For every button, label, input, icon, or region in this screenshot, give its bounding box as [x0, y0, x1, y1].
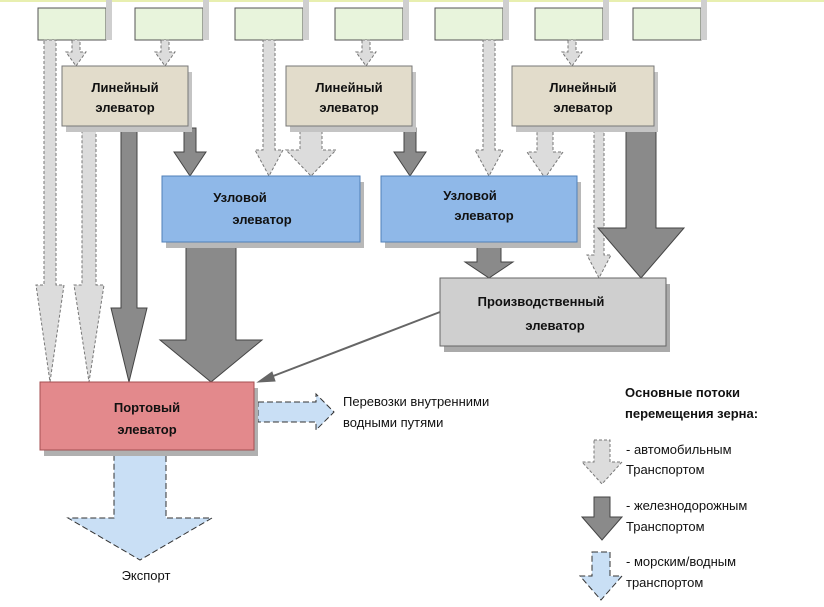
- auto-arrow-lin2-nodal1: [284, 127, 338, 177]
- auto-arrow-src1-lin1: [65, 39, 87, 67]
- legend-rail-arrow: [580, 496, 624, 541]
- rail-arrow-lin1-port: [110, 127, 148, 383]
- nodal-elevator-1-line1: Узловой: [213, 190, 267, 205]
- port-elevator-line2: элеватор: [117, 422, 176, 437]
- source-box-3: [234, 7, 304, 41]
- linear-elevator-1: Линейный элеватор: [61, 65, 192, 132]
- rail-line-prod-port: [267, 311, 441, 379]
- rail-arrowhead-prod-port: [256, 371, 276, 383]
- auto-arrow-src5-nodal2: [474, 39, 504, 178]
- water-arrow-port-inland: [257, 392, 335, 432]
- inland-waterways-label-line2: водными путями: [343, 415, 443, 430]
- nodal-elevator-1: Узловой элеватор: [161, 175, 364, 248]
- auto-arrow-src7-prod: [586, 127, 612, 280]
- source-box-7: [632, 7, 702, 41]
- auto-arrow-lin3-nodal2: [526, 127, 564, 179]
- legend-title-line1: Основные потоки: [625, 385, 740, 400]
- source-box-5: [434, 7, 504, 41]
- nodal-elevator-2-line1: Узловой: [443, 188, 497, 203]
- legend: Основные потоки перемещения зерна: - авт…: [625, 385, 758, 590]
- water-transport-arrows: [66, 392, 624, 601]
- legend-rail-line1: - железнодорожным: [626, 498, 747, 513]
- port-elevator-line1: Портовый: [114, 400, 180, 415]
- linear-elevator-1-line2: элеватор: [95, 100, 154, 115]
- source-box-4: [334, 7, 404, 41]
- linear-elevator-2: Линейный элеватор: [285, 65, 416, 132]
- linear-elevator-3-line1: Линейный: [549, 80, 616, 95]
- legend-water-line2: транспортом: [626, 575, 703, 590]
- nodal-elevator-1-line2: элеватор: [232, 212, 291, 227]
- rail-arrow-lin3-prod: [596, 127, 686, 279]
- legend-title-line2: перемещения зерна:: [625, 406, 758, 421]
- production-elevator-line2: элеватор: [525, 318, 584, 333]
- production-elevator-line1: Производственный: [478, 294, 605, 309]
- legend-auto-line1: - автомобильным: [626, 442, 732, 457]
- nodal-elevator-2-line2: элеватор: [454, 208, 513, 223]
- legend-auto-line2: Транспортом: [626, 462, 705, 477]
- rail-arrow-nodal2-prod: [463, 243, 515, 279]
- rail-transport-arrows: [110, 127, 686, 541]
- inland-waterways-label-line1: Перевозки внутренними: [343, 394, 489, 409]
- auto-arrow-lin1-port: [73, 127, 105, 383]
- rail-arrow-lin2-nodal2: [393, 127, 427, 177]
- source-box-2: [134, 7, 204, 41]
- export-label: Экспорт: [122, 568, 171, 583]
- auto-arrow-src6-lin3: [561, 39, 583, 67]
- auto-arrow-src1-port: [35, 39, 65, 383]
- nodal-elevator-2: Узловой элеватор: [380, 175, 581, 248]
- rail-arrow-nodal1-port: [158, 243, 264, 383]
- linear-elevator-2-line1: Линейный: [315, 80, 382, 95]
- legend-rail-line2: Транспортом: [626, 519, 705, 534]
- legend-auto-arrow: [580, 439, 624, 485]
- legend-water-arrow: [578, 551, 624, 601]
- source-box-1: [37, 7, 107, 41]
- legend-water-line1: - морским/водным: [626, 554, 736, 569]
- source-box-6: [534, 7, 604, 41]
- water-arrow-port-export: [66, 453, 214, 561]
- port-elevator: Портовый элеватор: [39, 381, 258, 456]
- production-elevator: Производственный элеватор: [439, 277, 670, 352]
- auto-arrow-src3-nodal1: [254, 39, 284, 178]
- rail-arrow-lin1-nodal1: [173, 127, 207, 177]
- linear-elevator-3-line2: элеватор: [553, 100, 612, 115]
- source-boxes: [37, 0, 707, 41]
- linear-elevator-1-line1: Линейный: [91, 80, 158, 95]
- auto-arrow-src4-lin2: [355, 39, 377, 67]
- linear-elevator-2-line2: элеватор: [319, 100, 378, 115]
- auto-arrow-src2-lin1: [154, 39, 176, 67]
- linear-elevator-3: Линейный элеватор: [511, 65, 658, 132]
